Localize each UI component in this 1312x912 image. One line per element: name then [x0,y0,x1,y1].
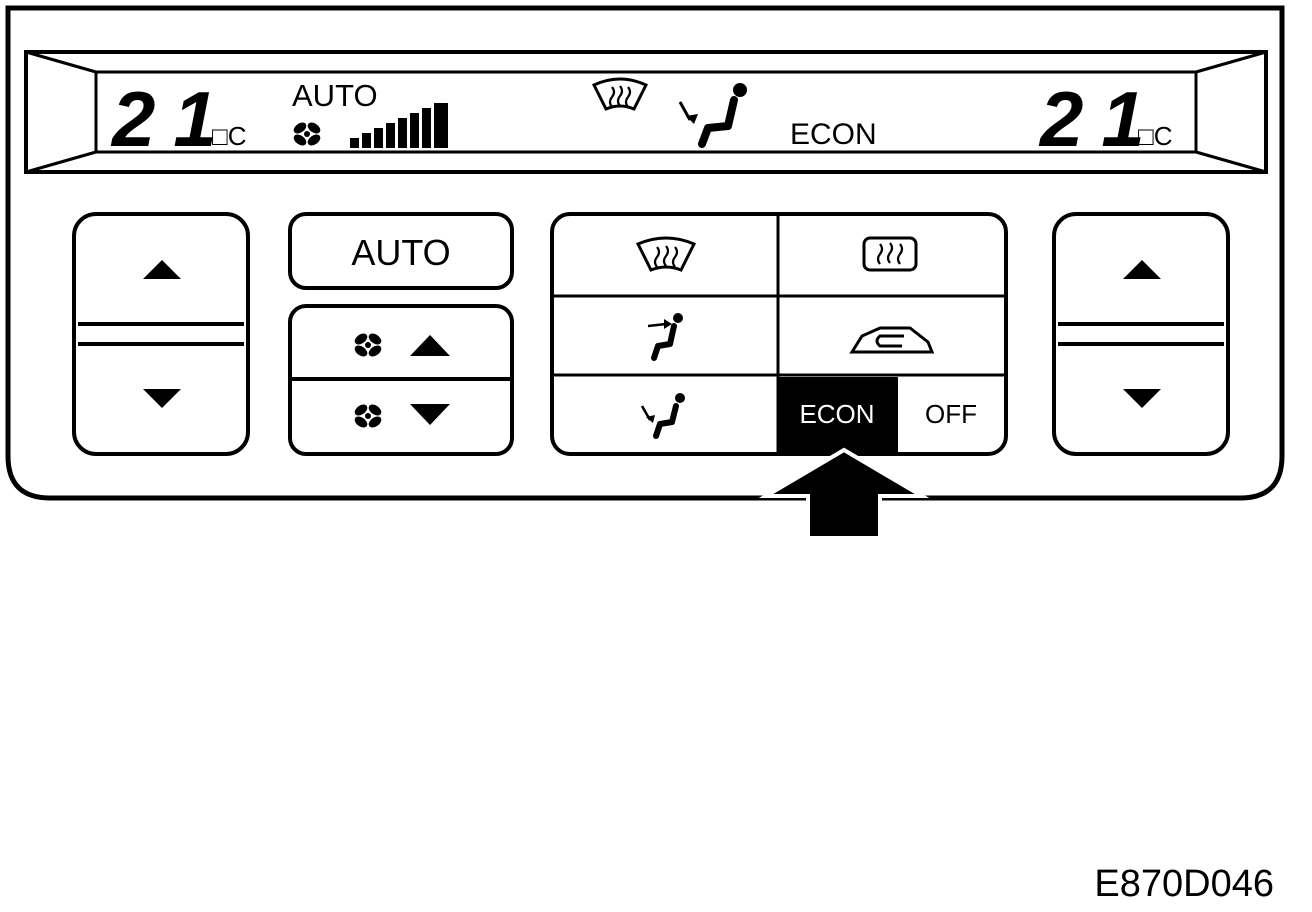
off-button-label: OFF [925,399,977,429]
fan-speed-bar [350,103,448,148]
off-button[interactable]: OFF [896,377,977,452]
recirculation-button[interactable] [780,298,1002,373]
foot-vent-icon [640,393,685,439]
foot-vent-icon [678,83,747,148]
auto-button[interactable]: AUTO [288,212,514,290]
display-econ-label: ECON [790,118,877,151]
triangle-down-icon [410,404,450,425]
triangle-up-icon [143,260,181,279]
fan-speed-buttons[interactable] [288,304,514,456]
triangle-up-icon [1123,260,1161,279]
fan-icon [354,333,382,357]
foot-vent-button[interactable] [556,377,776,452]
face-vent-icon [647,313,683,361]
display-mode-label: AUTO [292,78,378,113]
figure-code: E870D046 [1094,863,1274,905]
right-temperature-readout: 21 [1038,75,1163,163]
right-temperature-unit: □C [1138,121,1172,151]
econ-button-label: ECON [799,399,874,429]
left-temperature-readout: 21 [110,75,235,163]
fan-icon [354,404,382,428]
front-defrost-icon [635,236,697,272]
auto-button-label: AUTO [351,232,450,273]
front-defrost-icon [591,77,649,111]
left-temperature-button[interactable] [72,212,250,456]
fan-icon [293,122,321,146]
pointer-arrow-icon [758,447,930,540]
triangle-down-icon [143,389,181,408]
triangle-up-icon [410,335,450,356]
recirculation-icon [849,326,935,354]
right-temperature-button[interactable] [1052,212,1230,456]
rear-defrost-button[interactable] [780,218,1002,294]
lcd-display: 21 □C AUTO [24,50,1268,174]
rear-defrost-icon [862,236,918,272]
face-vent-button[interactable] [556,298,776,373]
left-temperature-unit: □C [212,121,246,151]
econ-button[interactable]: ECON [778,377,896,452]
triangle-down-icon [1123,389,1161,408]
front-defrost-button[interactable] [556,218,776,294]
